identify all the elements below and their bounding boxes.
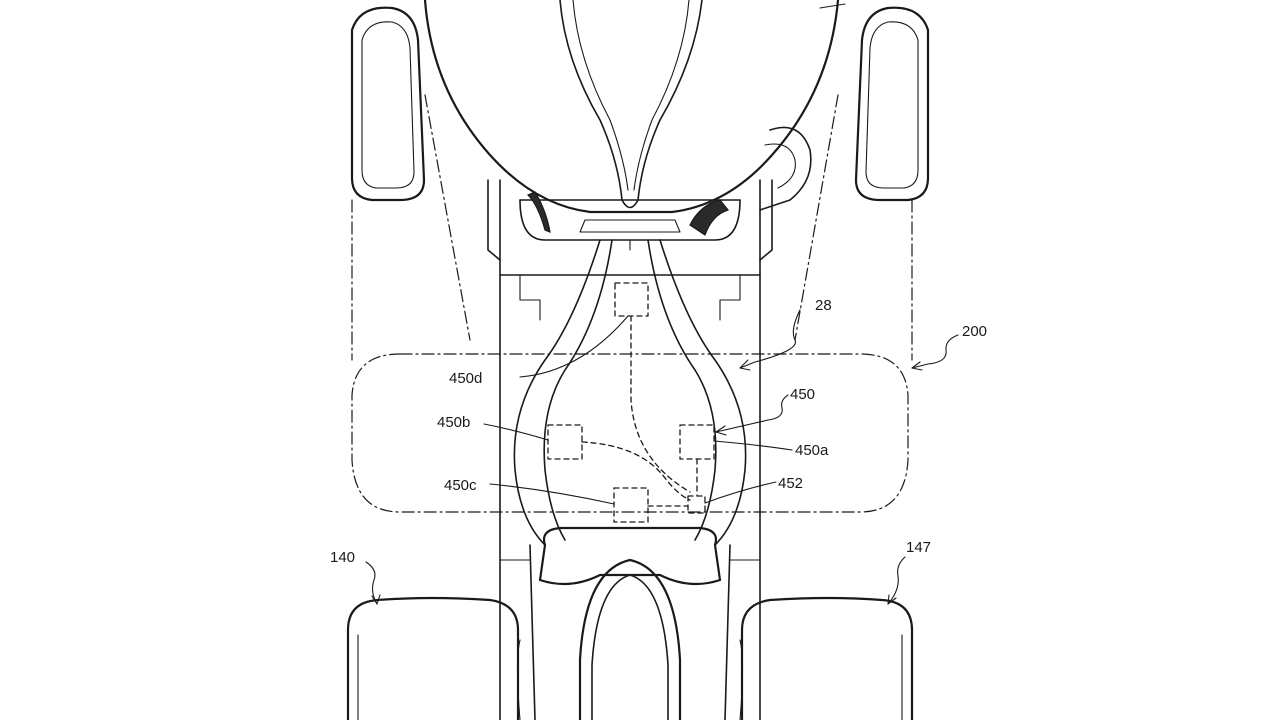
module-450c: [613, 487, 649, 523]
label-450a: 450a: [795, 442, 829, 459]
left-mirror: [350, 6, 426, 202]
label-450: 450: [790, 386, 815, 403]
label-200: 200: [962, 323, 987, 340]
label-147: 147: [906, 539, 931, 556]
module-452: [687, 495, 706, 514]
label-452: 452: [778, 475, 803, 492]
rear-seat: [516, 526, 744, 720]
frame-spine: [513, 239, 747, 546]
label-140: 140: [330, 549, 355, 566]
module-450d: [614, 282, 649, 317]
zone-200: [351, 94, 913, 513]
reference-labels: 28 200 450 450d 450b 450a 450c 452 140 1…: [330, 297, 987, 566]
left-rear-tire: [346, 596, 520, 720]
right-rear-tire: [740, 596, 914, 720]
module-450a: [679, 424, 715, 460]
leader-lines: [365, 309, 959, 605]
fairing: [423, 0, 846, 214]
module-wiring: [581, 315, 698, 507]
label-450d: 450d: [449, 370, 482, 387]
label-450b: 450b: [437, 414, 470, 431]
frame: [487, 126, 812, 720]
label-450c: 450c: [444, 477, 477, 494]
right-mirror: [854, 6, 930, 202]
label-28: 28: [815, 297, 832, 314]
module-450b: [547, 424, 583, 460]
